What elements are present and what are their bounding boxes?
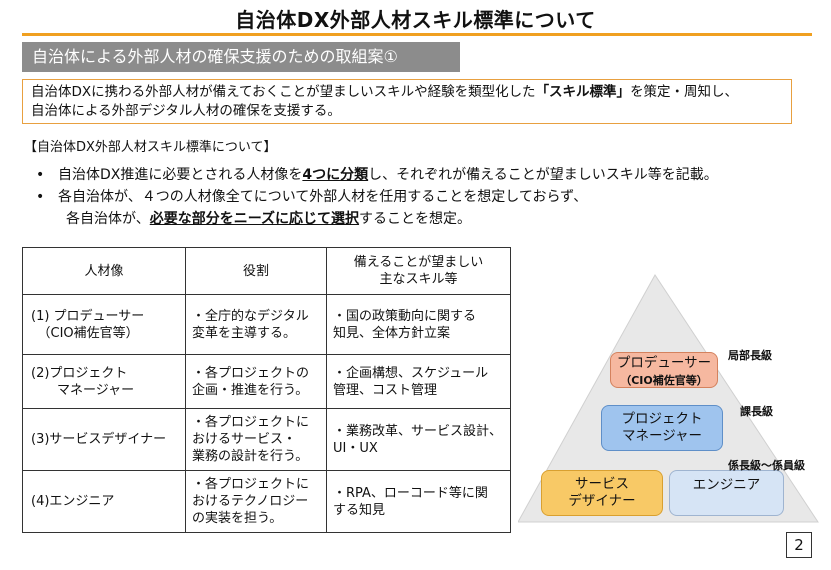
bullet-marker: • — [36, 189, 45, 205]
pyramid-pm-label: プロジェクト — [621, 411, 703, 427]
duty-cell: ・各プロジェクトにおけるサービス・業務の設計を行う。 — [185, 408, 327, 471]
page-number: 2 — [786, 532, 812, 558]
pyramid-designer-label: サービス — [575, 476, 629, 492]
summary-emphasis: 「スキル標準」 — [535, 84, 631, 100]
table-row: (4)エンジニア ・各プロジェクトにおけるテクノロジーの実装を担う。 ・RPA、… — [22, 470, 511, 533]
cell-line: ・各プロジェクトの — [192, 365, 310, 381]
skill-table: 人材像 役割 備えることが望ましい主なスキル等 (1) プロデューサー （CIO… — [22, 247, 511, 533]
pyramid-pm-label: マネージャー — [621, 428, 703, 444]
skill-cell: ・企画構想、スケジュール管理、コスト管理 — [326, 354, 511, 409]
summary-line-1: 自治体DXに携わる外部人材が備えておくことが望ましいスキルや経験を類型化した「ス… — [31, 83, 783, 102]
role-cell: (2)プロジェクト マネージャー — [22, 354, 186, 409]
bullet-item: • 自治体DX推進に必要とされる人材像を4つに分類し、それぞれが備えることが望ま… — [36, 164, 816, 186]
cell-line: 知見、全体方針立案 — [333, 325, 451, 341]
tier-label-director: 局部長級 — [728, 349, 772, 362]
summary-text: を策定・周知し、 — [630, 84, 739, 100]
duty-cell: ・各プロジェクトにおけるテクノロジーの実装を担う。 — [185, 470, 327, 533]
cell-line: 管理、コスト管理 — [333, 382, 438, 398]
cell-line: 業務の設計を行う。 — [192, 449, 309, 464]
bullet-list: • 自治体DX推進に必要とされる人材像を4つに分類し、それぞれが備えることが望ま… — [36, 164, 816, 230]
title-underline — [22, 33, 812, 36]
duty-cell: ・各プロジェクトの企画・推進を行う。 — [185, 354, 327, 409]
role-cell: (3)サービスデザイナー — [22, 408, 186, 471]
cell-line: おけるテクノロジー — [192, 494, 309, 509]
bullet-emphasis: 必要な部分をニーズに応じて選択 — [149, 211, 360, 227]
header-role: 人材像 — [22, 247, 186, 295]
cell-line: の実装を担う。 — [192, 511, 283, 526]
pyramid-service-designer: サービス デザイナー — [541, 470, 663, 516]
role-cell: (1) プロデューサー （CIO補佐官等） — [22, 294, 186, 355]
summary-box: 自治体DXに携わる外部人材が備えておくことが望ましいスキルや経験を類型化した「ス… — [22, 79, 792, 124]
tier-label-staff: 係長級～係員級 — [728, 459, 805, 472]
skill-cell: ・国の政策動向に関する知見、全体方針立案 — [326, 294, 511, 355]
cell-line: おけるサービス・ — [192, 432, 297, 447]
page-title: 自治体DX外部人材スキル標準について — [235, 8, 596, 32]
summary-text: 自治体DXに携わる外部人材が備えておくことが望ましいスキルや経験を類型化した — [31, 84, 536, 100]
cell-line: ・全庁的なデジタル — [192, 308, 309, 324]
pyramid-designer-label: デザイナー — [568, 493, 636, 509]
bullet-item: • 各自治体が、４つの人材像全てについて外部人材を任用することを想定しておらず、 — [36, 186, 816, 208]
header-duty: 役割 — [185, 247, 327, 295]
cell-line: ・各プロジェクトに — [192, 477, 310, 492]
table-row: (3)サービスデザイナー ・各プロジェクトにおけるサービス・業務の設計を行う。 … — [22, 408, 511, 471]
bullet-text: 自治体DX推進に必要とされる人材像を4つに分類し、それぞれが備えることが望ましい… — [58, 167, 718, 183]
cell-line: ・国の政策動向に関する — [333, 308, 477, 324]
cell-line: ・各プロジェクトに — [192, 415, 310, 430]
skill-cell: ・業務改革、サービス設計、UI・UX — [326, 408, 511, 471]
role-cell: (4)エンジニア — [22, 470, 186, 533]
bullet-marker: • — [36, 167, 45, 183]
pyramid-engineer-label: エンジニア — [692, 477, 761, 493]
header-skill: 備えることが望ましい主なスキル等 — [326, 247, 511, 295]
section-label: 【自治体DX外部人材スキル標準について】 — [24, 140, 277, 155]
bullet-text: 各自治体が、４つの人材像全てについて外部人材を任用することを想定しておらず、 — [58, 189, 588, 205]
cell-line: 備えることが望ましい — [353, 255, 484, 270]
pyramid-project-manager: プロジェクト マネージャー — [601, 405, 723, 451]
pyramid-producer-label: プロデューサー — [616, 355, 712, 371]
table-header-row: 人材像 役割 備えることが望ましい主なスキル等 — [22, 247, 511, 295]
pyramid-triangle — [518, 274, 819, 523]
duty-cell: ・全庁的なデジタル変革を主導する。 — [185, 294, 327, 355]
cell-line: UI・UX — [333, 440, 378, 456]
tier-label-section-chief: 課長級 — [740, 405, 773, 418]
cell-line: 変革を主導する。 — [192, 325, 297, 341]
cell-line: 企画・推進を行う。 — [192, 382, 309, 398]
cell-line: する知見 — [333, 502, 386, 518]
pyramid-producer-sublabel: （CIO補佐官等） — [620, 374, 708, 387]
pyramid-engineer: エンジニア — [669, 470, 784, 516]
cell-line: ・RPA、ローコード等に関 — [333, 485, 488, 501]
pyramid-producer: プロデューサー （CIO補佐官等） — [610, 352, 718, 388]
table-row: (2)プロジェクト マネージャー ・各プロジェクトの企画・推進を行う。 ・企画構… — [22, 354, 511, 409]
bullet-continuation: 各自治体が、必要な部分をニーズに応じて選択することを想定。 — [66, 211, 472, 227]
summary-line-2: 自治体による外部デジタル人材の確保を支援する。 — [31, 103, 341, 119]
role-pyramid: プロデューサー （CIO補佐官等） プロジェクト マネージャー サービス デザイ… — [518, 270, 831, 530]
cell-line: ・業務改革、サービス設計、 — [333, 423, 503, 439]
subheading-bar: 自治体による外部人材の確保支援のための取組案① — [22, 42, 460, 72]
cell-line: 主なスキル等 — [379, 272, 458, 287]
table-row: (1) プロデューサー （CIO補佐官等） ・全庁的なデジタル変革を主導する。 … — [22, 294, 511, 355]
cell-line: ・企画構想、スケジュール — [333, 365, 489, 381]
bullet-emphasis: 4つに分類 — [302, 167, 369, 183]
skill-cell: ・RPA、ローコード等に関する知見 — [326, 470, 511, 533]
